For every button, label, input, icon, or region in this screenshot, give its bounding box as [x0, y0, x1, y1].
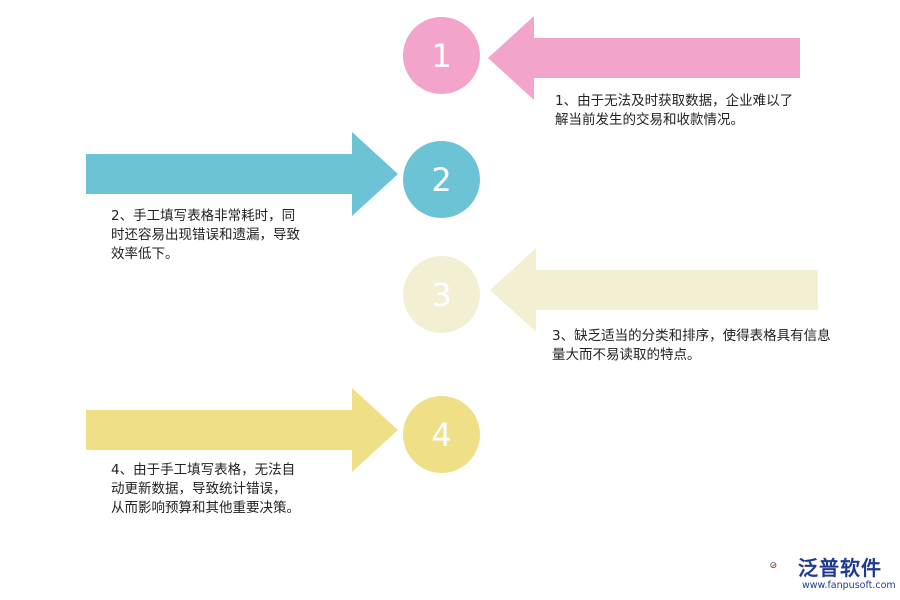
brand-logo-name: 泛普软件 — [798, 556, 882, 580]
logo-leaf — [771, 563, 777, 567]
step-4-arrow — [86, 388, 398, 472]
step-3-arrow-shape — [490, 248, 818, 332]
step-4-text: 4、由于手工填写表格，无法自 动更新数据，导致统计错误， 从而影响预算和其他重要… — [111, 462, 300, 516]
step-1-circle: 1 — [403, 17, 480, 94]
step-1-text: 1、由于无法及时获取数据，企业难以了 解当前发生的交易和收款情况。 — [555, 93, 794, 128]
step-2-arrow-shape — [86, 132, 398, 216]
step-3-text: 3、缺乏适当的分类和排序，使得表格具有信息 量大而不易读取的特点。 — [552, 328, 831, 363]
brand-logo-icon — [770, 562, 777, 569]
step-3-circle: 3 — [403, 256, 480, 333]
step-2-circle: 2 — [403, 141, 480, 218]
step-4-arrow-shape — [86, 388, 398, 472]
step-1-arrow — [488, 16, 800, 100]
step-1-number: 1 — [431, 36, 452, 75]
step-3-arrow — [490, 248, 818, 332]
step-4-number: 4 — [431, 415, 452, 454]
brand-logo-url: www.fanpusoft.com — [802, 580, 896, 591]
step-2-text: 2、手工填写表格非常耗时，同 时还容易出现错误和遗漏，导致 效率低下。 — [111, 208, 300, 262]
step-1-arrow-shape — [488, 16, 800, 100]
logo-ring — [770, 562, 777, 569]
step-2-number: 2 — [431, 160, 452, 199]
step-3-number: 3 — [431, 275, 452, 314]
step-4-circle: 4 — [403, 396, 480, 473]
step-2-arrow — [86, 132, 398, 216]
